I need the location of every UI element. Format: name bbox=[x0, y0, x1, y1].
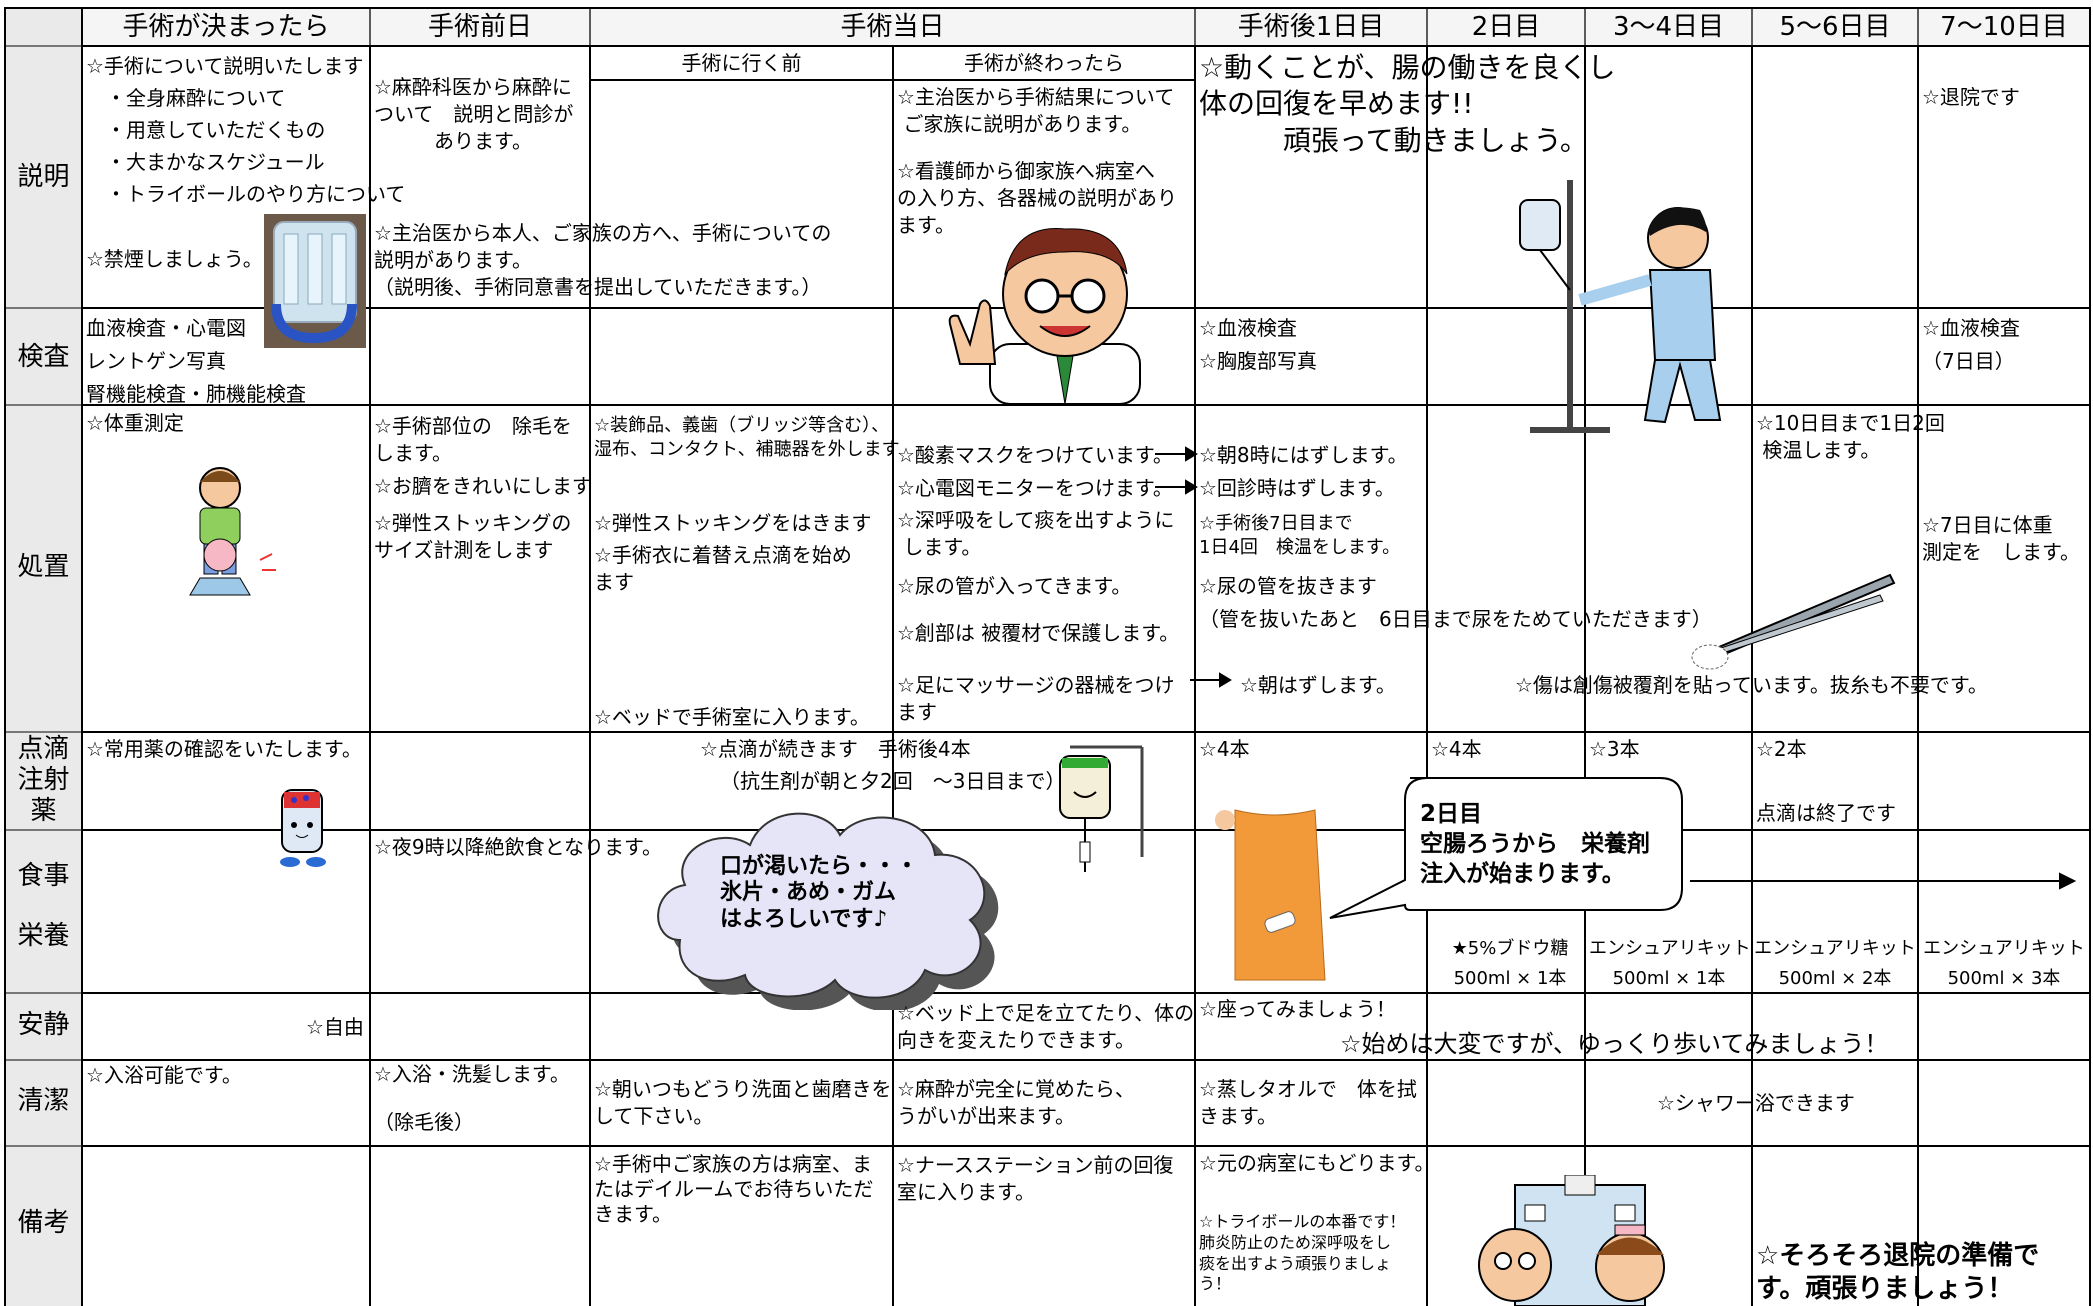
rest-free: ☆自由 bbox=[306, 1015, 364, 1039]
iv-day-2: ☆4本 bbox=[1431, 737, 1482, 761]
procedure-navel: ☆お臍をきれいにします bbox=[374, 474, 592, 498]
tests-postop-1: ☆血液検査 ☆胸腹部写真 bbox=[1199, 316, 1317, 373]
explanation-nurse: ☆看護師から御家族へ病室へ の入り方、各器械の説明があり ます。 bbox=[897, 159, 1177, 237]
explanation-surgeon: ☆主治医から本人、ご家族の方へ、手術についての 説明があります。 （説明後、手術… bbox=[374, 221, 832, 299]
meals-day-2: ★5%ブドウ糖 500ml × 1本 bbox=[1451, 938, 1569, 989]
iv-ended: 点滴は終了です bbox=[1756, 801, 1896, 825]
procedure-ecg: ☆心電図モニターをつけます。 bbox=[897, 476, 1173, 500]
explanation-discharge: ☆退院です bbox=[1922, 85, 2020, 109]
speech-bubble bbox=[1329, 777, 1683, 919]
tests-day-7: ☆血液検査 （7日目） bbox=[1922, 316, 2020, 373]
subheader-before-surgery: 手術に行く前 bbox=[681, 51, 802, 75]
procedure-catheter-out: ☆尿の管を抜きます bbox=[1199, 574, 1377, 598]
procedure-massage-off: ☆朝はずします。 bbox=[1240, 673, 1396, 697]
header-col-day-2: 2日目 bbox=[1471, 12, 1541, 42]
rest-walk: ☆始めは大変ですが、ゆっくり歩いてみましょう！ bbox=[1340, 1030, 1889, 1058]
explanation-anesthesia: ☆麻酔科医から麻酔に ついて 説明と問診が あります。 bbox=[374, 75, 574, 153]
explanation-move: ☆動くことが、腸の働きを良くし 体の回復を早めます!! 頑張って動きましょう。 bbox=[1199, 51, 1616, 157]
hygiene-shower: ☆シャワー浴できます bbox=[1657, 1091, 1855, 1115]
hospital-staff-icon bbox=[1478, 1175, 1665, 1306]
procedure-wound-dressing: ☆傷は創傷被覆剤を貼っています。抜糸も不要です。 bbox=[1515, 673, 1988, 697]
tests-before: 血液検査・心電図 レントゲン写真 腎機能検査・肺機能検査 bbox=[86, 316, 306, 406]
notes-recovery-room: ☆ナースステーション前の回復 室に入ります。 bbox=[897, 1153, 1174, 1204]
procedure-stocking-measure: ☆弾性ストッキングの サイズ計測をします bbox=[374, 511, 572, 562]
procedure-gown-iv: ☆手術衣に着替え点滴を始め ます bbox=[594, 543, 852, 594]
row-label-rest: 安静 bbox=[17, 1010, 70, 1040]
header-col-postop-1: 手術後1日目 bbox=[1237, 12, 1385, 42]
triball-icon bbox=[264, 214, 366, 348]
hygiene-wash-face: ☆朝いつもどうり洗面と歯磨きを して下さい。 bbox=[594, 1077, 892, 1128]
thirst-cloud-text: 口が渇いたら・・・ 氷片・あめ・ガム はよろしいです♪ bbox=[720, 854, 919, 932]
explanation-results: ☆主治医から手術結果について ご家族に説明があります。 bbox=[897, 85, 1175, 136]
iv-antibiotics: （抗生剤が朝と夕2回 〜3日目まで） bbox=[720, 769, 1066, 793]
procedure-temp-day-10: ☆10日目まで1日2回 検温します。 bbox=[1756, 411, 1945, 462]
iv-patient-walking-icon bbox=[1519, 180, 1722, 433]
row-label-iv-medicine: 点滴 注射 薬 bbox=[17, 734, 70, 827]
procedure-ecg-off: ☆回診時はずします。 bbox=[1199, 476, 1395, 500]
procedure-massage: ☆足にマッサージの器械をつけ ます bbox=[897, 673, 1175, 724]
child-scale-icon bbox=[189, 467, 276, 596]
procedure-to-or: ☆ベッドで手術室に入ります。 bbox=[594, 705, 870, 729]
hygiene-bath-ok: ☆入浴可能です。 bbox=[86, 1063, 242, 1087]
notes-family-wait: ☆手術中ご家族の方は病室、ま たはデイルームでお待ちいただ きます。 bbox=[594, 1152, 874, 1226]
procedure-catheter: ☆尿の管が入ってきます。 bbox=[897, 574, 1132, 598]
row-label-hygiene: 清潔 bbox=[17, 1086, 70, 1116]
procedure-wound-cover: ☆創部は 被覆材で保護します。 bbox=[897, 621, 1180, 645]
notes-discharge-prep: ☆そろそろ退院の準備で す。頑張りましょう！ bbox=[1756, 1241, 2040, 1304]
medicine-bottle-icon bbox=[280, 789, 326, 867]
procedure-oxygen: ☆酸素マスクをつけています。 bbox=[897, 443, 1173, 467]
header-col-day-5-6: 5〜6日目 bbox=[1779, 12, 1891, 42]
subheader-after-surgery: 手術が終わったら bbox=[964, 51, 1124, 75]
procedure-weight: ☆体重測定 bbox=[86, 411, 184, 435]
notes-triball: ☆トライボールの本番です！ 肺炎防止のため深呼吸をし 痰を出すよう頑張りましょ … bbox=[1199, 1212, 1406, 1294]
header-col-day-7-10: 7〜10日目 bbox=[1940, 12, 2068, 42]
iv-day-5-6: ☆2本 bbox=[1756, 737, 1807, 761]
rest-bed: ☆ベッド上で足を立てたり、体の 向きを変えたりできます。 bbox=[897, 1001, 1195, 1052]
row-label-tests: 検査 bbox=[17, 342, 70, 372]
procedure-urine-collect: （管を抜いたあと 6日目まで尿をためていただきます） bbox=[1199, 607, 1712, 631]
row-label-meals: 食事 栄養 bbox=[17, 861, 70, 951]
meals-day-5-6: エンシュアリキット 500ml × 2本 bbox=[1754, 938, 1916, 989]
procedure-temperature: ☆手術後7日目まで 1日4回 検温をします。 bbox=[1199, 513, 1401, 559]
hygiene-gargle: ☆麻酔が完全に覚めたら、 うがいが出来ます。 bbox=[897, 1077, 1135, 1128]
header-col-decided: 手術が決まったら bbox=[122, 12, 330, 42]
procedure-stockings: ☆弾性ストッキングをはきます bbox=[594, 511, 872, 535]
patient-stomach-icon bbox=[1215, 809, 1326, 981]
iv-bag-icon bbox=[1059, 745, 1144, 872]
header-col-surgery-day: 手術当日 bbox=[840, 12, 945, 42]
thirst-cloud-icon bbox=[657, 812, 999, 1010]
iv-continue: ☆点滴が続きます 手術後4本 bbox=[700, 737, 971, 761]
jejunostomy-text: 2日目 空腸ろうから 栄養剤 注入が始まります。 bbox=[1420, 801, 1650, 887]
header-col-day-3-4: 3〜4日目 bbox=[1612, 12, 1725, 42]
doctor-icon bbox=[948, 228, 1141, 404]
tweezers-icon bbox=[1691, 573, 1896, 670]
row-label-procedures: 処置 bbox=[17, 552, 70, 582]
procedure-breathing: ☆深呼吸をして痰を出すように します。 bbox=[897, 508, 1175, 559]
row-label-notes: 備考 bbox=[17, 1208, 70, 1238]
iv-day-3-4: ☆3本 bbox=[1589, 737, 1640, 761]
meals-day-3-4: エンシュアリキット 500ml × 1本 bbox=[1589, 938, 1751, 989]
explanation-no-smoking: ☆禁煙しましょう。 bbox=[86, 247, 263, 271]
header-col-day-before: 手術前日 bbox=[427, 12, 532, 42]
procedure-hair-removal: ☆手術部位の 除毛を します。 bbox=[374, 414, 572, 465]
iv-postop-1: ☆4本 bbox=[1199, 737, 1250, 761]
meals-fasting: ☆夜9時以降絶飲食となります。 bbox=[374, 835, 663, 859]
procedure-weight-day-7: ☆7日目に体重 測定を します。 bbox=[1922, 513, 2080, 564]
meals-day-7-10: エンシュアリキット 500ml × 3本 bbox=[1923, 938, 2085, 989]
hygiene-bath-hair: ☆入浴・洗髪します。 （除毛後） bbox=[374, 1062, 570, 1134]
explanation-decided: ☆手術について説明いたします ・全身麻酔について ・用意していただくもの ・大ま… bbox=[86, 54, 406, 206]
procedure-remove-items: ☆装飾品、義歯（ブリッジ等含む）、 湿布、コンタクト、補聴器を外します bbox=[594, 415, 900, 461]
hygiene-towel: ☆蒸しタオルで 体を拭 きます。 bbox=[1199, 1077, 1417, 1128]
row-label-explanation: 説明 bbox=[17, 162, 70, 192]
rest-sit: ☆座ってみましょう！ bbox=[1199, 997, 1396, 1021]
procedure-oxygen-off: ☆朝8時にはずします。 bbox=[1199, 443, 1408, 467]
medicine-check: ☆常用薬の確認をいたします。 bbox=[86, 737, 362, 761]
notes-return-room: ☆元の病室にもどります。 bbox=[1199, 1151, 1435, 1175]
